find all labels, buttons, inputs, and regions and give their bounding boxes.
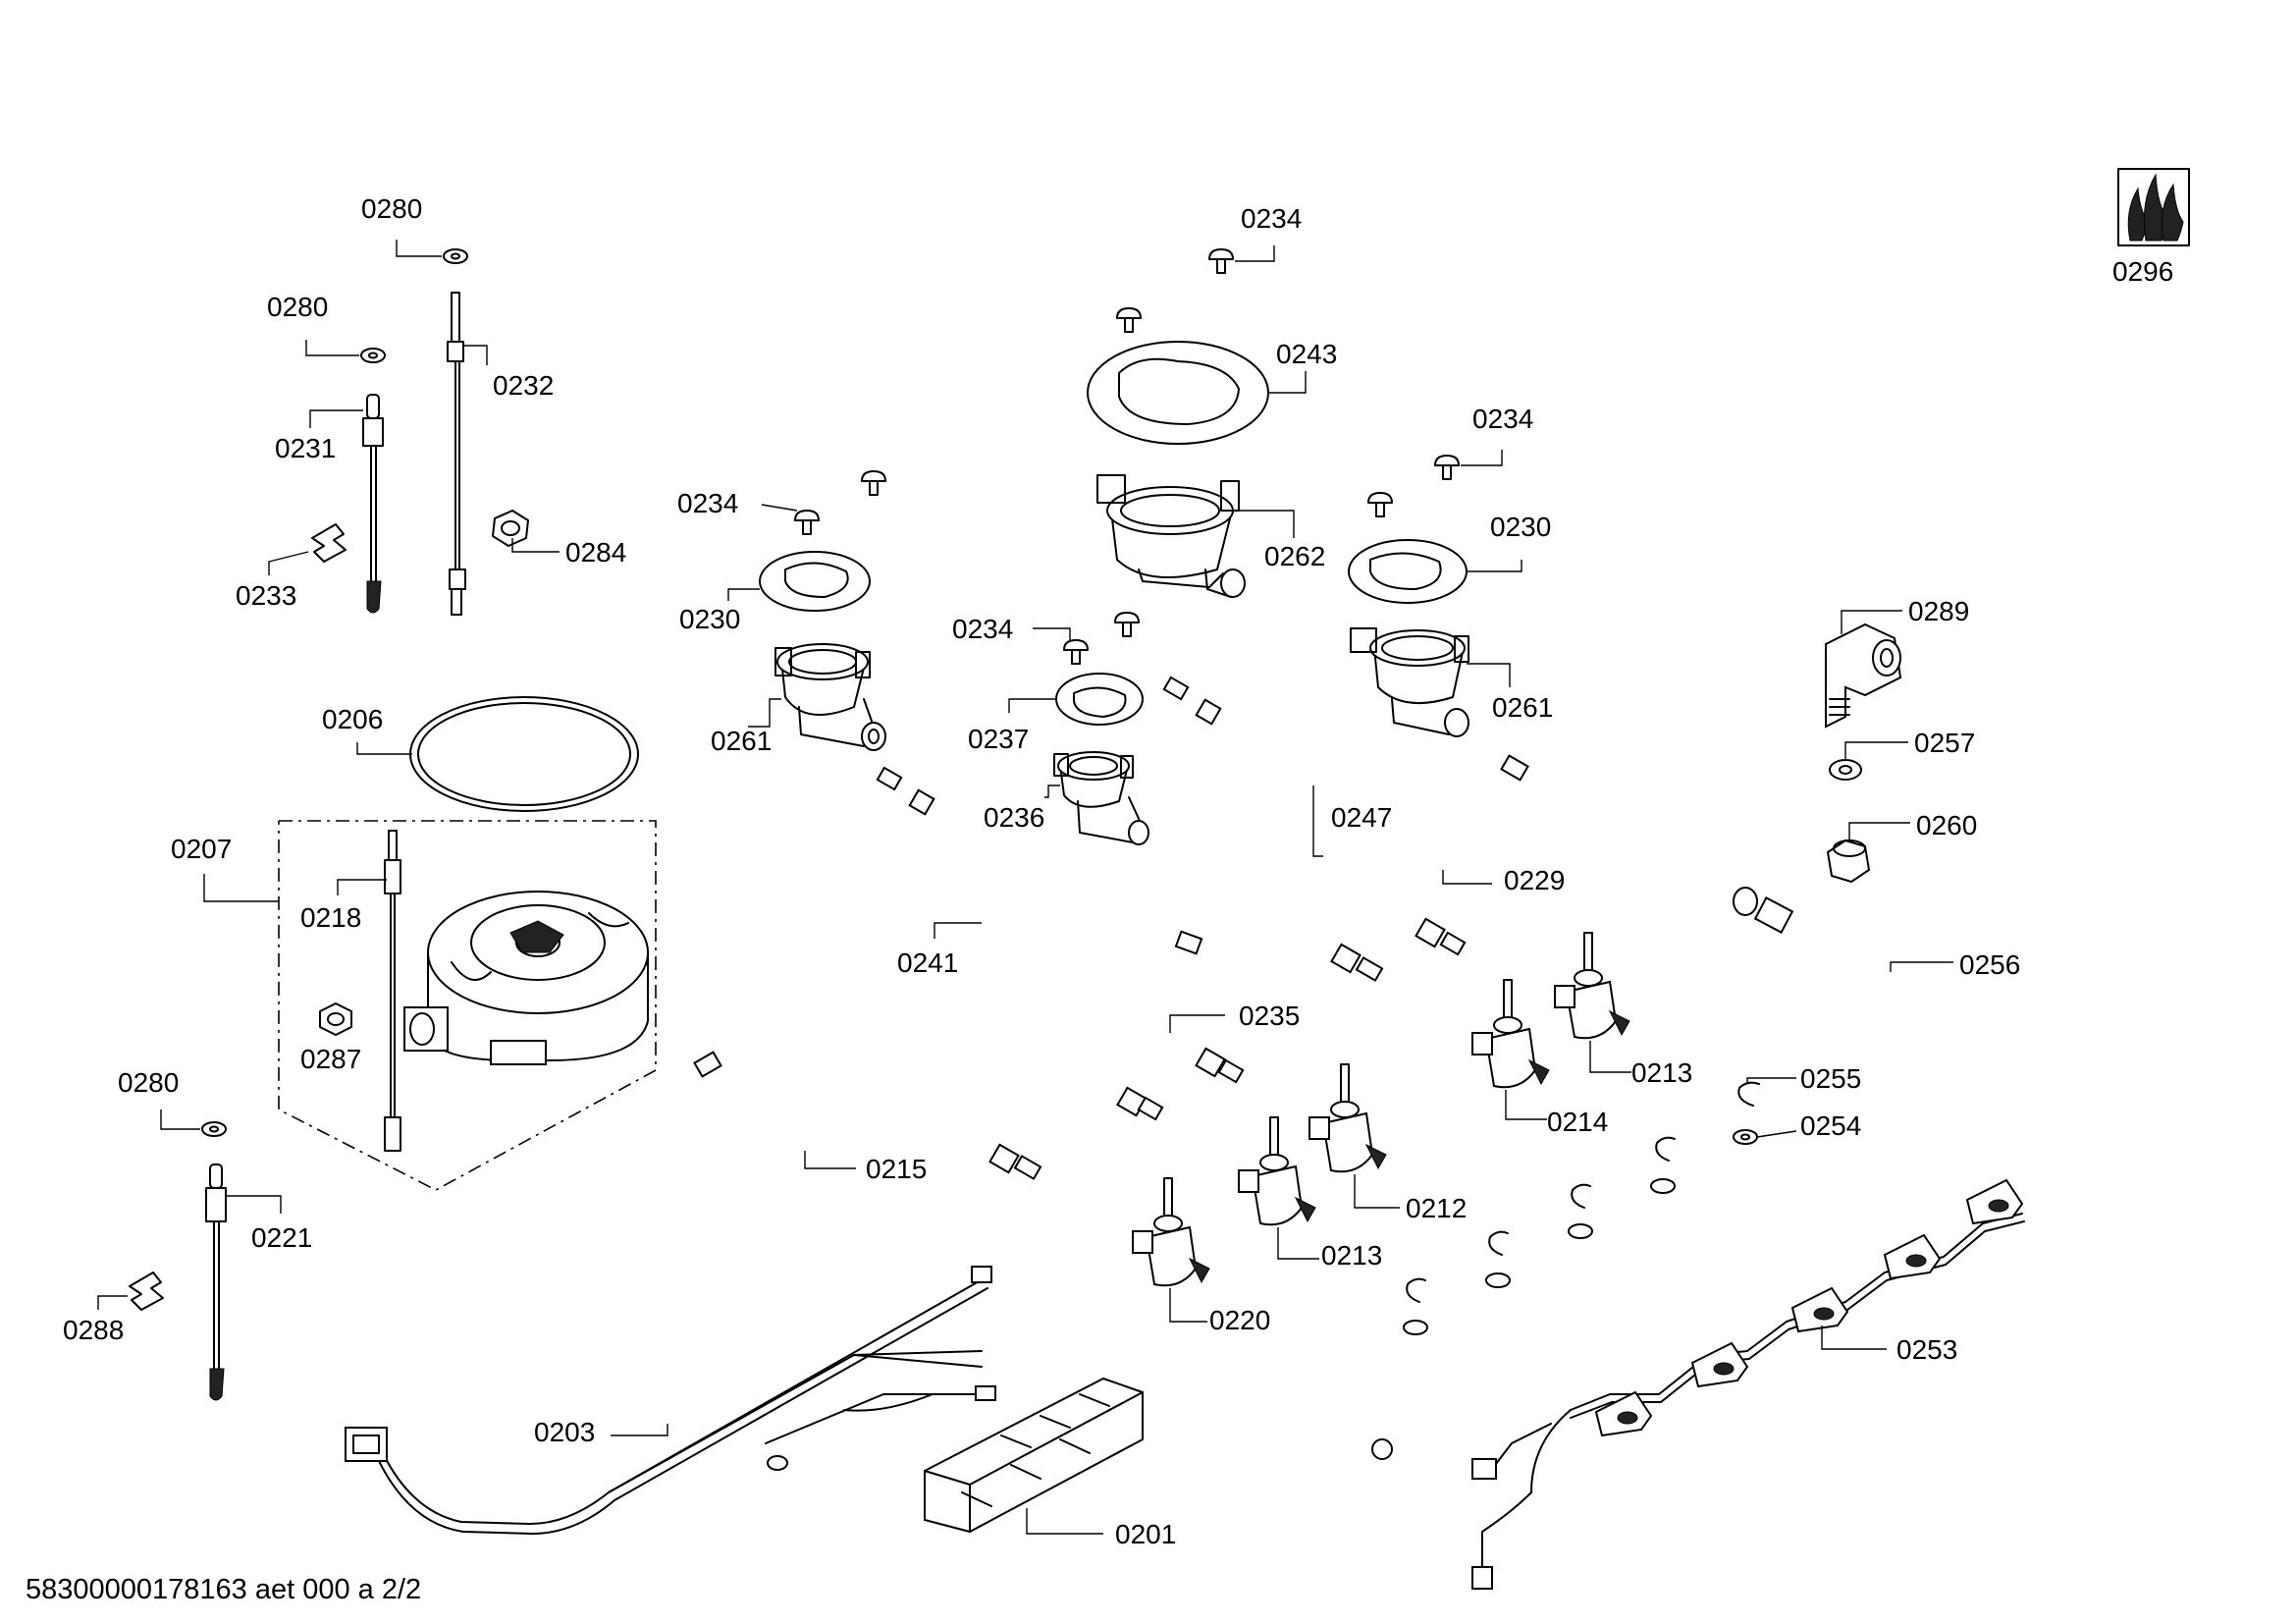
burner-body-0207 (403, 891, 649, 1065)
thermocouple-0232 (447, 292, 466, 616)
label-0213a: 0213 (1631, 1057, 1692, 1088)
screw-0234b-2 (1114, 612, 1140, 637)
label-0215: 0215 (866, 1154, 927, 1184)
wiring-harness-0203 (345, 1266, 996, 1535)
label-0220: 0220 (1209, 1305, 1270, 1335)
label-0288: 0288 (63, 1315, 124, 1345)
label-0254: 0254 (1800, 1110, 1861, 1141)
burner-cup-0262 (1096, 474, 1246, 598)
label-0234a: 0234 (677, 488, 738, 518)
screw-0234d (1434, 455, 1460, 480)
washer-0280b (360, 348, 386, 363)
gas-pipe-0241 (876, 766, 1164, 1121)
nut-0287 (319, 1002, 352, 1036)
plate-0230a (759, 551, 871, 612)
assembly-box-0207 (278, 820, 657, 1191)
label-0234c: 0234 (1241, 203, 1302, 234)
nut-0284 (492, 510, 529, 547)
screw-0234c (1208, 248, 1234, 274)
document-code: 58300000178163 aet 000 a 2/2 (26, 1574, 421, 1605)
screw-0234c-2 (1116, 307, 1142, 333)
ignition-switch-harness-0253 (1471, 1178, 2025, 1590)
label-0214: 0214 (1547, 1107, 1608, 1137)
clip-0288 (129, 1272, 164, 1311)
washer-0280c (201, 1121, 227, 1137)
label-0280c: 0280 (118, 1067, 179, 1098)
nut-0260 (1826, 839, 1871, 884)
gas-valve-0214 (1471, 979, 1550, 1089)
plate-0243 (1087, 341, 1269, 445)
label-0261a: 0261 (711, 726, 772, 756)
label-0221: 0221 (251, 1222, 312, 1253)
ignition-module-0201 (924, 1377, 1144, 1534)
label-0257: 0257 (1914, 728, 1975, 758)
label-0241: 0241 (897, 947, 958, 978)
label-0234b: 0234 (952, 614, 1013, 644)
label-0260: 0260 (1916, 810, 1977, 840)
label-0237: 0237 (968, 724, 1029, 754)
plate-0237 (1055, 673, 1144, 726)
clip-0255 (1737, 1081, 1760, 1107)
label-0261b: 0261 (1492, 692, 1553, 723)
gas-valve-0220 (1132, 1177, 1210, 1287)
label-0213b: 0213 (1321, 1240, 1382, 1271)
label-0234d: 0234 (1472, 404, 1533, 434)
label-0230a: 0230 (679, 604, 740, 634)
label-0262: 0262 (1264, 541, 1325, 571)
label-0212: 0212 (1406, 1193, 1467, 1223)
screw-0234d-2 (1367, 492, 1393, 517)
gas-valve-0213b (1238, 1116, 1316, 1226)
screw-0234b (1063, 639, 1089, 665)
burner-cup-0261a (774, 643, 886, 751)
logo-label: 0296 (2112, 256, 2173, 287)
washer-0280a (443, 248, 468, 264)
elbow-fitting-0289 (1825, 623, 1902, 729)
gas-flame-icon (2117, 168, 2190, 246)
gas-pipe-0215 (672, 1051, 1042, 1180)
label-0284: 0284 (565, 537, 626, 568)
burner-cup-0261b (1350, 627, 1469, 737)
seal-ring-0206 (409, 696, 639, 812)
label-0289: 0289 (1908, 596, 1969, 626)
clip-washer-set (1403, 1136, 1676, 1335)
label-0201: 0201 (1115, 1519, 1176, 1549)
burner-cup-0236 (1053, 751, 1149, 845)
label-0235: 0235 (1239, 1001, 1300, 1031)
gas-rail-0256 (1371, 887, 2031, 1460)
label-0280a: 0280 (361, 193, 422, 224)
label-0231: 0231 (275, 433, 336, 463)
gas-valve-0213a (1554, 932, 1630, 1040)
label-0206: 0206 (322, 704, 383, 734)
label-0203: 0203 (534, 1417, 595, 1447)
electrode-0231 (362, 394, 384, 614)
screw-0234a (794, 510, 820, 535)
gas-pipe-0247 (1162, 676, 1384, 982)
label-0255: 0255 (1800, 1063, 1861, 1094)
washer-0257 (1829, 759, 1862, 781)
label-0243: 0243 (1276, 339, 1337, 369)
label-0232: 0232 (493, 370, 554, 401)
label-0233: 0233 (236, 580, 296, 611)
gas-pipe-0229 (1391, 754, 1547, 956)
clip-0233 (311, 523, 347, 563)
plate-0230b (1348, 539, 1468, 604)
washer-0254 (1733, 1129, 1758, 1145)
label-0256: 0256 (1959, 949, 2020, 980)
label-0280b: 0280 (267, 292, 328, 322)
label-0218: 0218 (300, 902, 361, 933)
thermocouple-0218 (384, 830, 401, 1152)
label-0247: 0247 (1331, 802, 1392, 833)
label-0253: 0253 (1896, 1334, 1957, 1365)
label-0236: 0236 (984, 802, 1044, 833)
label-0229: 0229 (1504, 865, 1565, 895)
label-0230b: 0230 (1490, 512, 1551, 542)
gas-valve-0212 (1308, 1063, 1387, 1173)
electrode-0221 (205, 1164, 227, 1401)
gas-pipe-0235 (1036, 881, 1269, 1084)
label-0207: 0207 (171, 834, 232, 864)
screw-0234a-2 (861, 470, 886, 496)
label-0287: 0287 (300, 1044, 361, 1074)
